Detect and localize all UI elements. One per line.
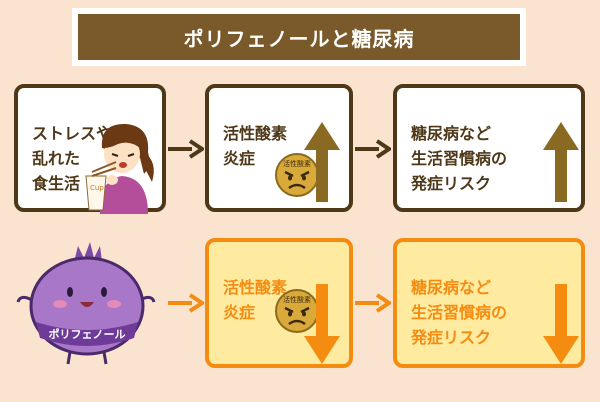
- polyphenol-mascot-illustration: ポリフェノール: [16, 242, 156, 365]
- diabetes-risk-reduced-text: 糖尿病など 生活習慣病の 発症リスク: [411, 278, 508, 347]
- free-radical-text: 活性酸素 炎症: [223, 124, 288, 168]
- stressed-girl-illustration: Cup: [85, 123, 154, 214]
- free-radical-box: 活性酸素 炎症: [205, 84, 353, 212]
- arrow-right-icon: [168, 139, 204, 159]
- page-title: ポリフェノールと糖尿病: [78, 14, 520, 60]
- face-label: 活性酸素: [283, 295, 311, 304]
- free-radical-reduced-text: 活性酸素 炎症: [223, 278, 288, 322]
- face-label: 活性酸素: [283, 159, 311, 168]
- arrow-right-icon: [355, 293, 391, 313]
- arrow-right-icon: [168, 293, 204, 313]
- angry-radical-face-icon: 活性酸素: [275, 153, 319, 197]
- diabetes-risk-text: 糖尿病など 生活習慣病の 発症リスク: [411, 124, 508, 193]
- mascot-label: ポリフェノール: [49, 327, 126, 341]
- decrease-arrow-icon: [543, 284, 579, 364]
- cause-text: ストレスや 乱れた 食生活: [32, 124, 113, 193]
- increase-arrow-icon: [304, 122, 340, 202]
- arrow-right-icon: [355, 139, 391, 159]
- cup-label: Cup: [90, 184, 104, 192]
- increase-arrow-icon: [543, 122, 579, 202]
- decrease-arrow-icon: [304, 284, 340, 364]
